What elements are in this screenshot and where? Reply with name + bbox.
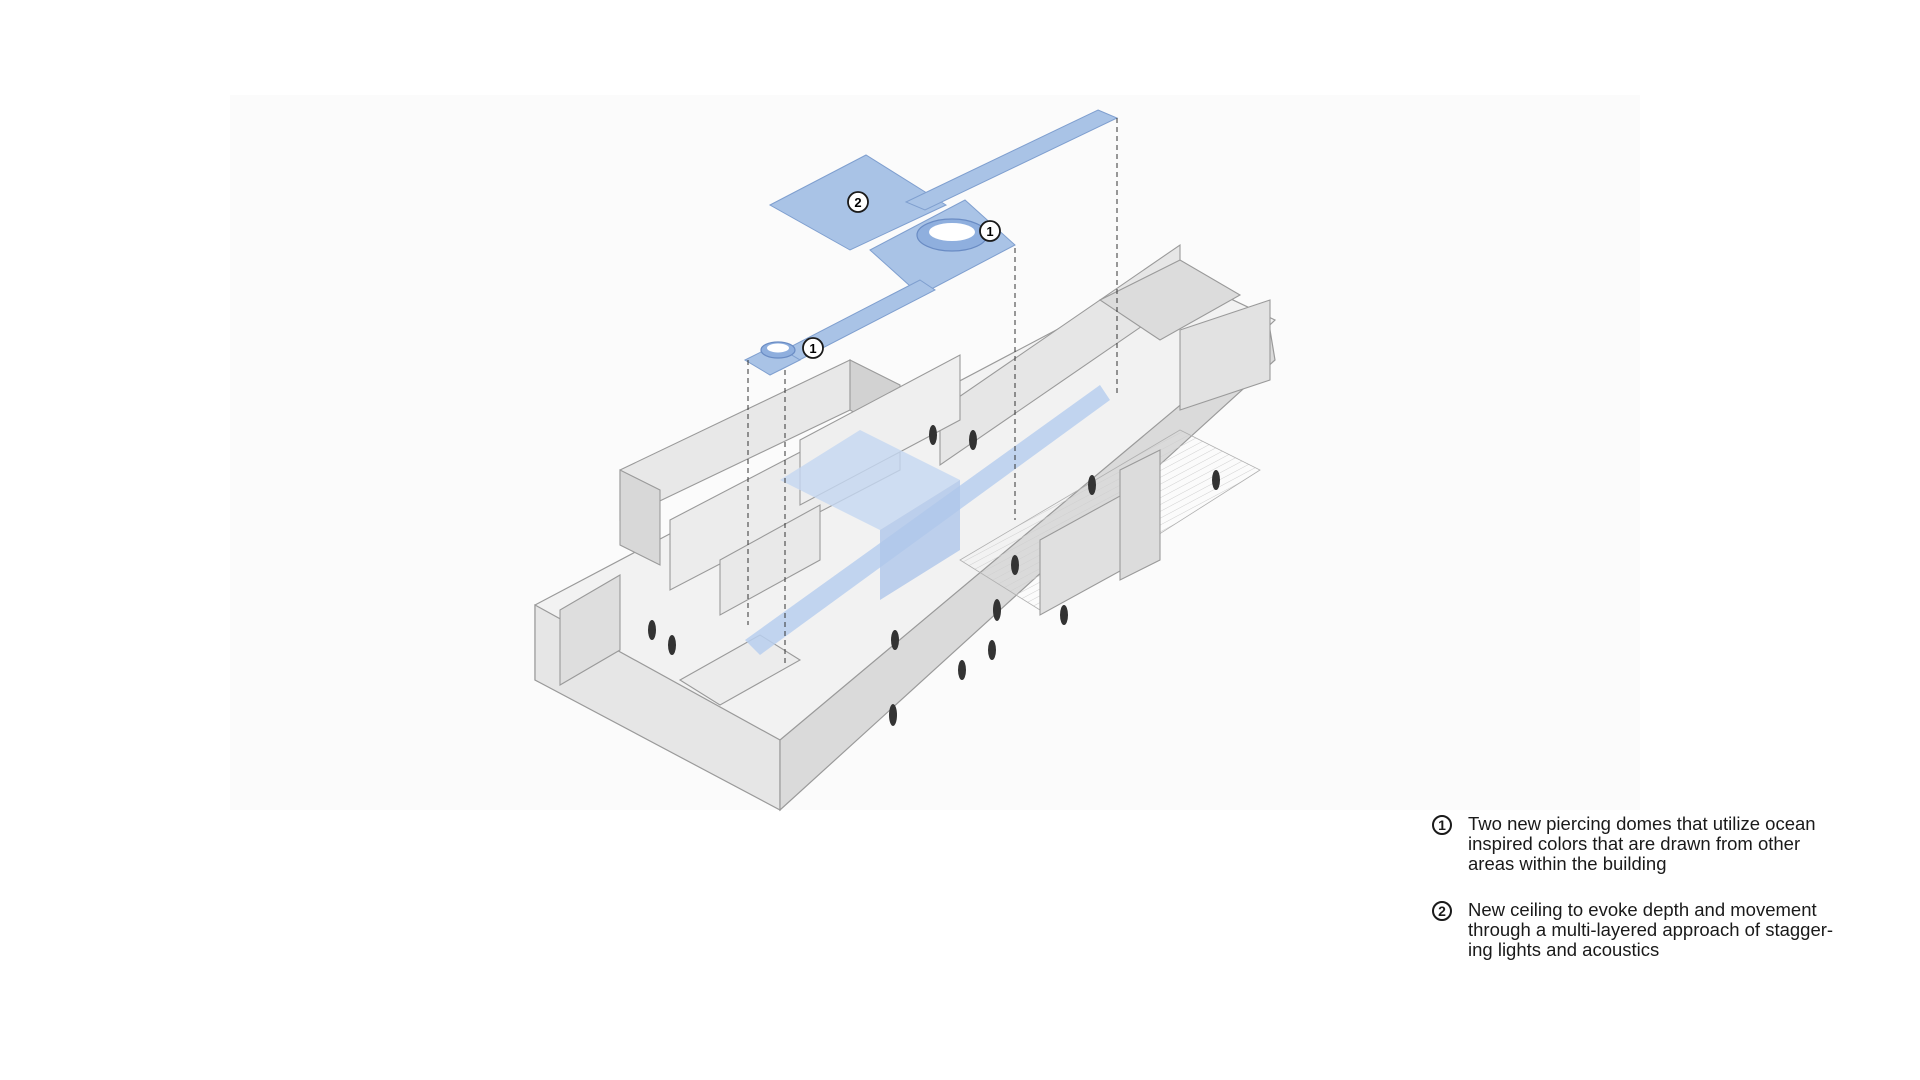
marker-ceiling-label: 2 [854, 195, 861, 210]
marker-dome-large-label: 1 [986, 224, 993, 239]
legend: 1 Two new piercing domes that utilize oc… [1432, 814, 1882, 986]
marker-dome-large: 1 [979, 220, 1001, 242]
ceiling-corridor-long [904, 109, 1119, 211]
legend-text-line: ing lights and acoustics [1468, 939, 1660, 960]
marker-dome-small: 1 [802, 337, 824, 359]
legend-text-line: New ceiling to evoke depth and movement [1468, 899, 1817, 920]
building-walls [559, 243, 1271, 706]
people-figures [648, 425, 1220, 726]
legend-item-domes: 1 Two new piercing domes that utilize oc… [1432, 814, 1882, 874]
legend-text-line: areas within the building [1468, 853, 1667, 874]
building-ceiling-band [745, 385, 1110, 655]
marker-dome-small-label: 1 [809, 341, 816, 356]
legend-text-line: Two new piercing domes that utilize ocea… [1468, 813, 1816, 834]
legend-marker-2: 2 [1432, 901, 1452, 921]
legend-text-line: through a multi-layered approach of stag… [1468, 919, 1834, 940]
projection-lines [747, 118, 1118, 665]
marker-ceiling: 2 [847, 191, 869, 213]
legend-item-ceiling: 2 New ceiling to evoke depth and movemen… [1432, 900, 1882, 960]
legend-text-line: inspired colors that are drawn from othe… [1468, 833, 1801, 854]
legend-marker-1: 1 [1432, 815, 1452, 835]
